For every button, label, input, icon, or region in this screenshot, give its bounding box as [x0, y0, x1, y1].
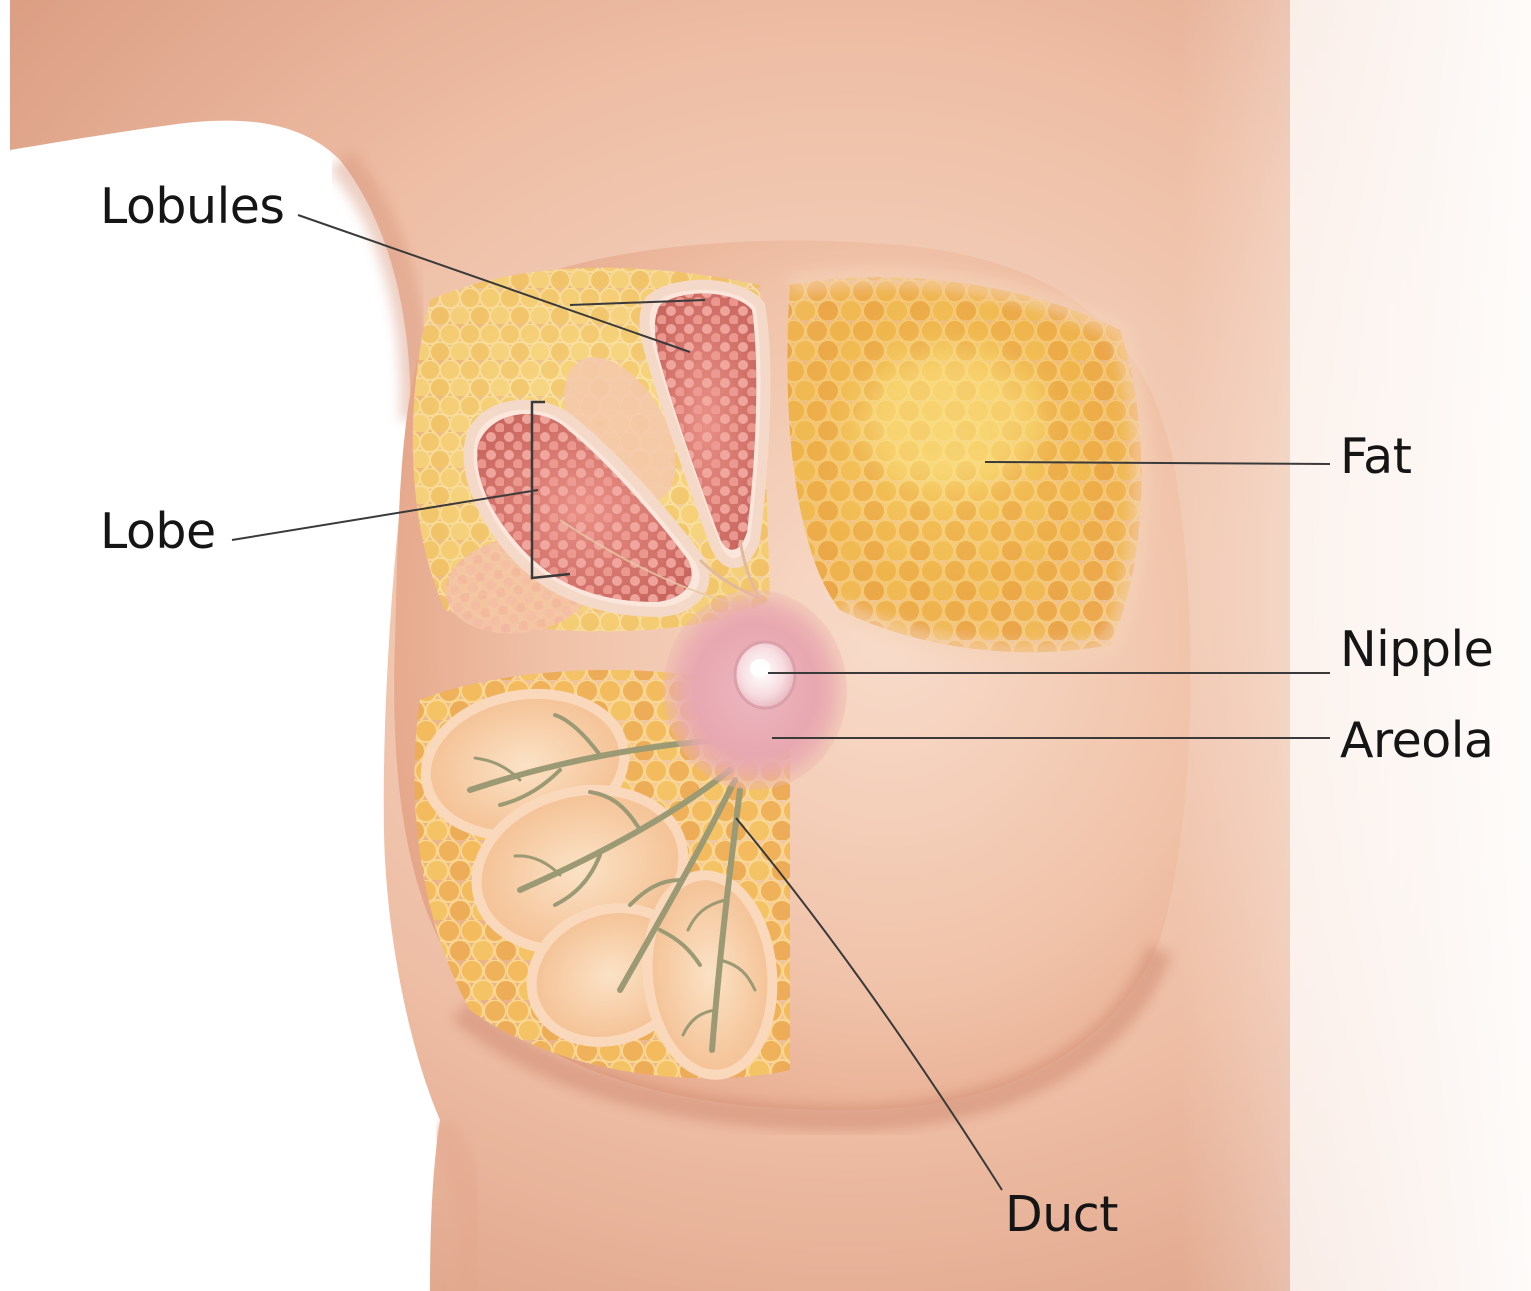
label-nipple: Nipple [1340, 625, 1493, 674]
label-fat: Fat [1340, 432, 1411, 481]
label-areola: Areola [1340, 716, 1493, 765]
label-duct: Duct [1005, 1190, 1118, 1239]
label-lobules: Lobules [100, 182, 284, 231]
label-lobe: Lobe [100, 507, 216, 556]
